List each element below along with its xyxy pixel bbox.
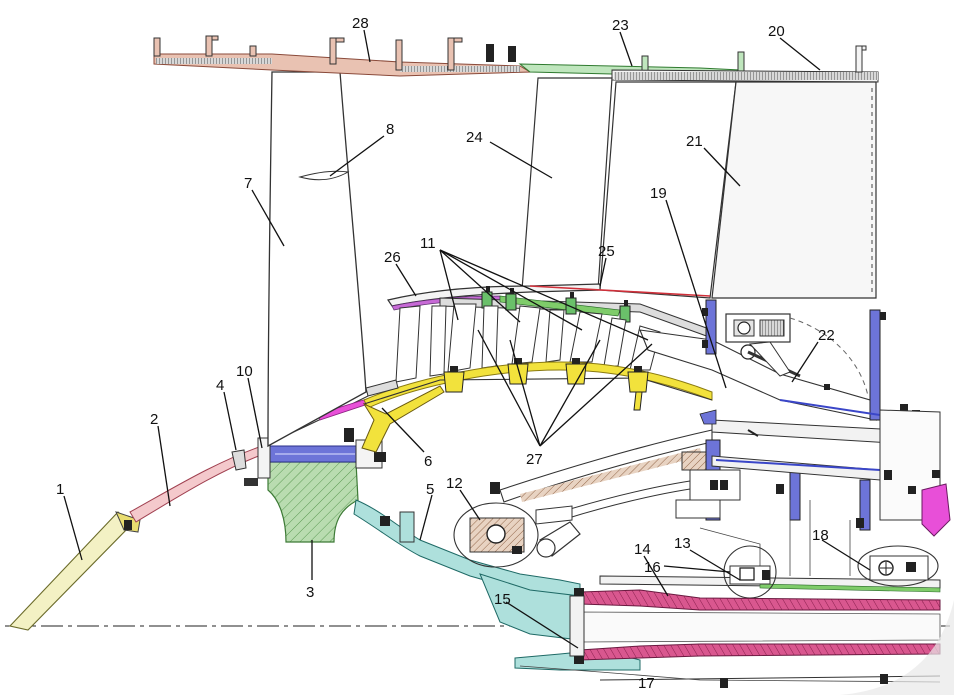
frame-hub-blue-flange-2 — [869, 309, 881, 421]
fan-case-flange-2 — [205, 35, 219, 57]
magenta-component — [921, 483, 951, 537]
fan-frame-strut — [599, 81, 737, 299]
lp-shaft-lower — [579, 643, 941, 661]
fan-case — [153, 53, 532, 77]
label-25: 25 — [598, 243, 615, 260]
spinner-bolt — [231, 449, 247, 471]
lp-shaft-nut-bottom — [574, 656, 584, 664]
booster-drum — [363, 377, 713, 405]
bearing-13-roller — [739, 567, 755, 581]
label-5: 5 — [426, 481, 434, 498]
label-19: 19 — [650, 185, 667, 202]
outer-case-liner — [614, 72, 878, 80]
booster-spool — [361, 385, 445, 453]
label-28: 28 — [352, 15, 369, 32]
label-8: 8 — [386, 121, 394, 138]
label-12: 12 — [446, 475, 463, 492]
fan-case-flange-6 — [447, 37, 463, 71]
fan-blade — [267, 71, 367, 448]
bearing-18 — [857, 545, 939, 587]
label-21: 21 — [686, 133, 703, 150]
frame-inner-strut-hatch — [520, 448, 702, 502]
label-4: 4 — [216, 377, 224, 394]
splitter-red-line — [529, 285, 711, 297]
label-11: 11 — [420, 235, 436, 252]
label-17: 17 — [638, 675, 655, 692]
case-bolt-2 — [508, 46, 516, 62]
label-10: 10 — [236, 363, 253, 380]
bearing-12-nut-2 — [512, 546, 522, 554]
fan-shaft-flange — [399, 511, 415, 543]
lp-shaft-nut-top — [574, 588, 584, 596]
frame-mid-tick — [747, 429, 759, 437]
bearing-18-nut — [906, 562, 916, 572]
fan-hub-nut-2 — [374, 452, 386, 462]
fan-case-flange-5 — [395, 39, 403, 71]
frame-hub-blue-flange — [705, 299, 717, 355]
label-20: 20 — [768, 23, 785, 40]
frame-bracket — [535, 505, 573, 525]
vsv-actuator — [725, 313, 801, 378]
bearing-13-nut — [762, 570, 770, 580]
fan-case-flange-4 — [329, 37, 345, 65]
right-side-nuts — [884, 470, 940, 494]
label-15: 15 — [494, 591, 511, 608]
case-bolt-1 — [486, 44, 494, 62]
lower-part-nut-1 — [720, 678, 728, 688]
label-16: 16 — [644, 559, 661, 576]
bearing-12-roller — [486, 524, 506, 544]
nose-cone — [8, 511, 133, 631]
fan-shaft-nut — [380, 516, 390, 526]
fan-case-flange-1 — [153, 37, 161, 57]
fan-hub-nut — [344, 428, 354, 442]
fan-blade-midspan-shroud — [298, 170, 350, 181]
booster-lug-nuts — [450, 358, 642, 372]
bearing-12-nut — [490, 482, 500, 494]
leader-lines — [63, 29, 871, 649]
label-26: 26 — [384, 249, 401, 266]
label-1: 1 — [56, 481, 64, 498]
label-2: 2 — [150, 411, 158, 428]
fan-case-liner — [156, 58, 272, 64]
outer-case-flange — [855, 45, 867, 73]
label-13: 13 — [674, 535, 691, 552]
fan-disk-rim — [257, 437, 271, 479]
label-7: 7 — [244, 175, 252, 192]
frame-inner-pipe-end — [536, 538, 556, 558]
label-23: 23 — [612, 17, 629, 34]
lp-shaft-upper — [579, 589, 941, 611]
label-24: 24 — [466, 129, 483, 146]
frame-lower-web — [675, 469, 741, 519]
intermediate-case-flange — [641, 55, 649, 73]
hub-cavity-dashed — [789, 317, 869, 397]
label-27: 27 — [526, 451, 543, 468]
fan-case-liner-2 — [400, 66, 520, 72]
fan-disk — [267, 461, 359, 543]
frame-blue-small — [699, 409, 717, 425]
fan-frame-aft-strut — [711, 81, 877, 299]
frame-hub-blue-line — [715, 459, 881, 471]
label-6: 6 — [424, 453, 432, 470]
frame-hatched-block — [681, 451, 709, 471]
label-14: 14 — [634, 541, 651, 558]
booster-inlet-lip — [365, 379, 399, 397]
frame-lower-plate-green — [759, 583, 941, 593]
lower-part-nut-2 — [880, 674, 888, 684]
page-curl-shadow — [840, 600, 954, 695]
frame-lower-diag — [699, 527, 761, 576]
fan-case-flange-3 — [249, 45, 257, 57]
label-18: 18 — [812, 527, 829, 544]
label-3: 3 — [306, 584, 314, 601]
frame-lower-nuts — [710, 480, 864, 528]
label-22: 22 — [818, 327, 835, 344]
lp-shaft-bore — [579, 611, 941, 643]
hp-shaft-shell-2 — [519, 665, 941, 683]
booster-disk-lugs — [443, 363, 649, 411]
spinner-nut — [244, 478, 258, 486]
bearing-12 — [453, 502, 539, 568]
nose-cone-bolt — [124, 520, 132, 530]
